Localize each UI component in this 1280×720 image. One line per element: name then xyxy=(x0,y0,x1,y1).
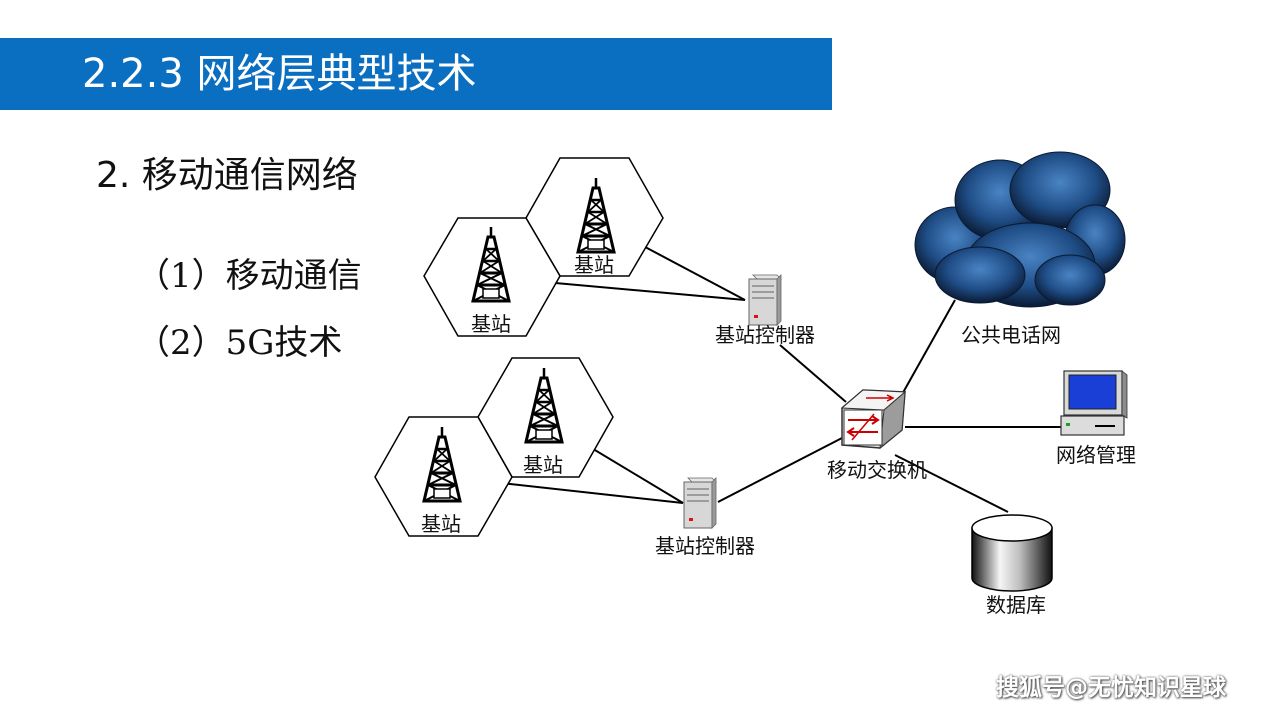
base-station-label: 基站 xyxy=(421,512,461,536)
base-station-label: 基站 xyxy=(471,312,511,336)
watermark: 搜狐号@无忧知识星球 xyxy=(996,675,1226,701)
section-heading: 2. 移动通信网络 xyxy=(96,155,358,196)
database-label: 数据库 xyxy=(986,593,1046,617)
page-title: 2.2.3 网络层典型技术 xyxy=(82,51,477,97)
server-icon xyxy=(683,477,717,529)
management-label: 网络管理 xyxy=(1056,443,1136,467)
controller-label: 基站控制器 xyxy=(655,534,755,558)
cell-hexagons xyxy=(374,157,664,537)
title-bar xyxy=(0,38,832,110)
server-icon xyxy=(748,274,782,326)
list-item-mobile-communication: （1）移动通信 xyxy=(136,256,362,296)
network-switch-icon xyxy=(840,389,907,450)
list-item-5g: （2）5G技术 xyxy=(136,323,343,363)
pstn-label: 公共电话网 xyxy=(961,323,1061,347)
cloud-icon xyxy=(914,151,1126,308)
base-station-label: 基站 xyxy=(574,253,614,277)
computer-icon xyxy=(1060,370,1128,436)
switch-label: 移动交换机 xyxy=(827,458,927,482)
base-station-label: 基站 xyxy=(523,453,563,477)
controller-label: 基站控制器 xyxy=(715,323,815,347)
database-icon xyxy=(971,514,1053,592)
